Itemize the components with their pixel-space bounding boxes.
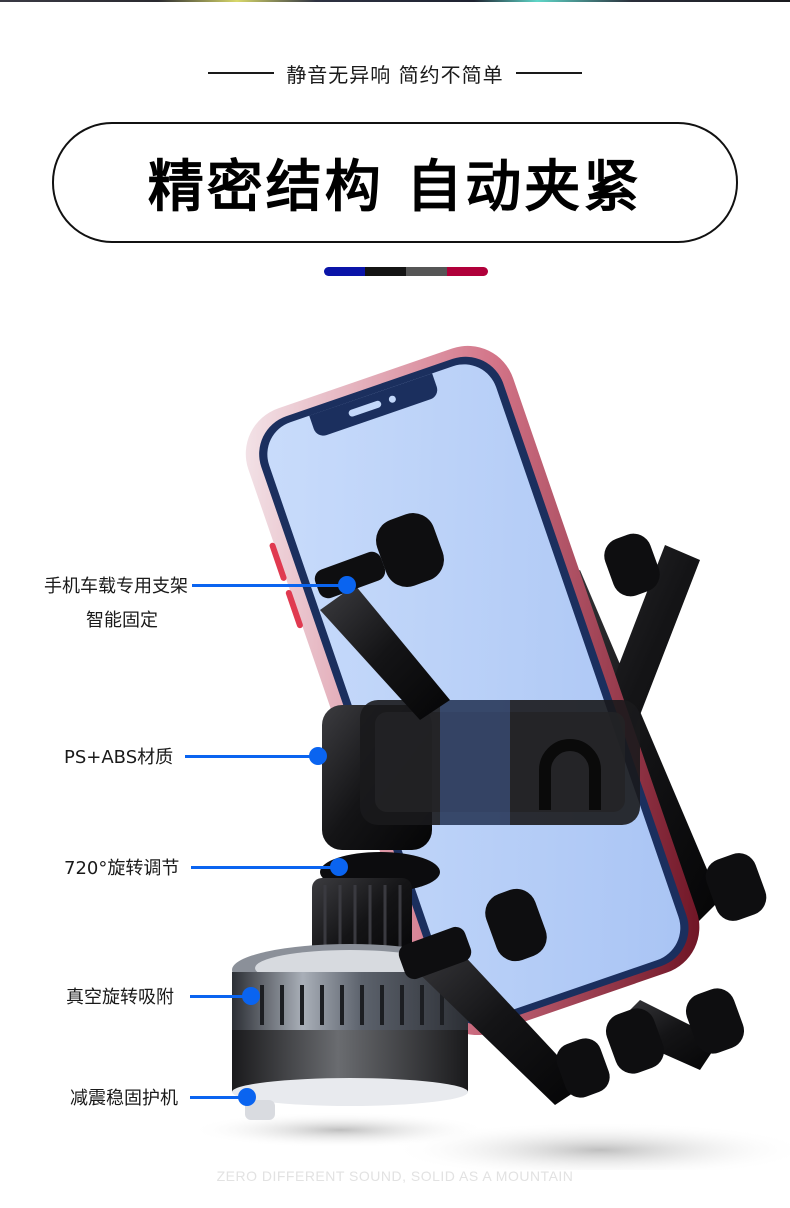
clamp-body: [322, 700, 640, 850]
callout-line: [191, 865, 335, 869]
page-title: 精密结构 自动夹紧: [147, 155, 643, 220]
swatch-gray: [406, 267, 447, 276]
callout-label: 720°旋转调节: [64, 858, 180, 879]
callout-dot: [238, 1088, 256, 1106]
callout-sublabel: 智能固定: [86, 610, 158, 631]
subtitle-row: 静音无异响 简约不简单: [0, 58, 790, 88]
footer-tagline: ZERO DIFFERENT SOUND, SOLID AS A MOUNTAI…: [216, 1168, 574, 1184]
suction-base: [232, 944, 468, 1120]
callout-dot: [309, 747, 328, 765]
callout-dot: [338, 576, 356, 594]
subtitle: 静音无异响 简约不简单: [286, 62, 504, 87]
gripper-knobs: [314, 513, 767, 1098]
callout-suction-base: 减震稳固护机: [70, 1084, 256, 1110]
color-swatch-bar: [324, 267, 488, 276]
swatch-red: [447, 267, 488, 276]
callout-line: [190, 994, 246, 998]
callout-clamp-body: PS+ABS材质: [64, 743, 328, 769]
subtitle-rule-right: [515, 72, 582, 74]
callout-line: [185, 754, 314, 758]
subtitle-rule-left: [208, 72, 275, 74]
callout-line: [192, 583, 342, 587]
callout-line: [190, 1095, 242, 1099]
callout-suction-ring: 真空旋转吸附: [66, 983, 260, 1009]
phone: [245, 345, 700, 1036]
title-box: 精密结构 自动夹紧: [52, 122, 738, 243]
callout-label: 手机车载专用支架: [44, 576, 188, 597]
callout-label: 真空旋转吸附: [66, 987, 174, 1008]
callout-dot: [330, 858, 349, 876]
callout-ball-joint: 720°旋转调节: [64, 854, 349, 880]
callout-label: 减震稳固护机: [70, 1088, 178, 1109]
callout-gravity-arm: 手机车载专用支架: [44, 572, 356, 598]
swatch-black: [365, 267, 406, 276]
floor-shadow: [390, 1122, 790, 1170]
top-edge-strip: [0, 0, 790, 2]
callout-label: PS+ABS材质: [64, 747, 174, 768]
callout-dot: [242, 987, 260, 1005]
swatch-blue: [324, 267, 365, 276]
phone-holder-illustration: [190, 345, 790, 1170]
